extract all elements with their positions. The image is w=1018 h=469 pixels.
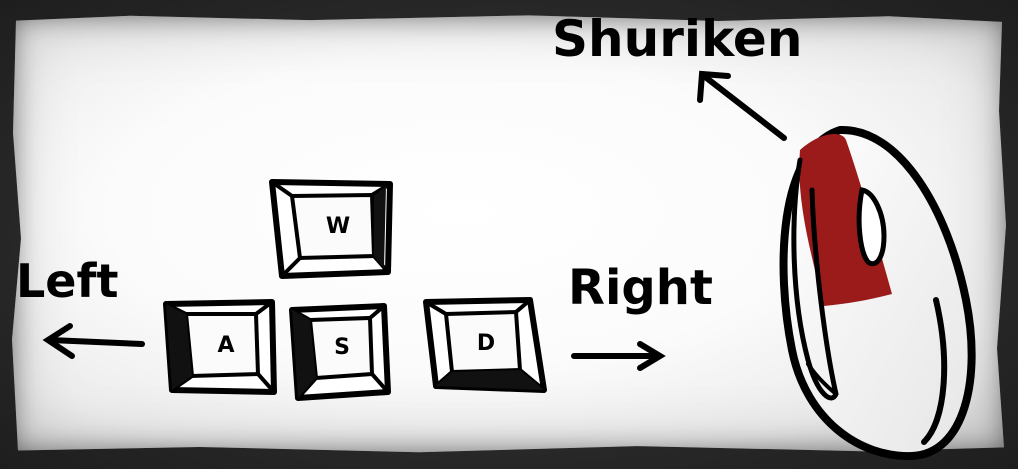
mouse-scroll-wheel bbox=[856, 187, 887, 267]
key-w: W bbox=[269, 179, 393, 279]
key-s: S bbox=[289, 303, 391, 401]
mouse-icon bbox=[779, 125, 976, 461]
arrow-right-icon bbox=[571, 341, 666, 371]
key-d: D bbox=[423, 297, 547, 393]
left-label: Left bbox=[16, 254, 119, 308]
right-label: Right bbox=[568, 260, 713, 316]
key-s-label: S bbox=[334, 335, 350, 360]
key-w-label: W bbox=[326, 214, 350, 239]
arrow-up-left-icon bbox=[697, 70, 787, 141]
shuriken-label: Shuriken bbox=[552, 10, 803, 68]
key-d-label: D bbox=[477, 331, 495, 356]
key-a-label: A bbox=[217, 333, 234, 358]
key-a: A bbox=[163, 299, 277, 395]
arrow-left-icon bbox=[42, 323, 145, 359]
